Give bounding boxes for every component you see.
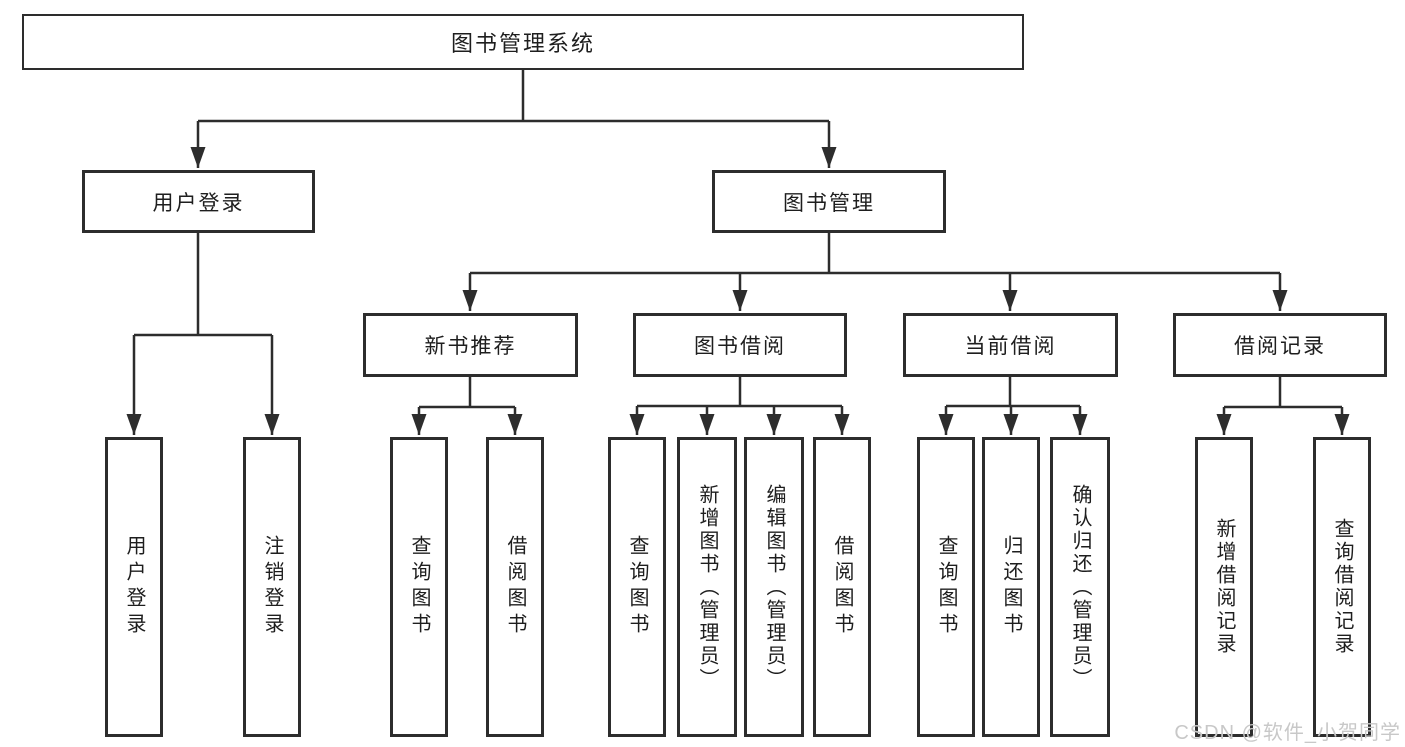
node-book-management: 图书管理 (712, 170, 946, 233)
leaf-return-books: 归还图书 (982, 437, 1040, 737)
leaf-query-books-current: 查询图书 (917, 437, 975, 737)
node-book-borrow: 图书借阅 (633, 313, 847, 377)
leaf-logout: 注销登录 (243, 437, 301, 737)
leaf-edit-books-admin: 编辑图书（管理员） (744, 437, 804, 737)
leaf-confirm-return-admin: 确认归还（管理员） (1050, 437, 1110, 737)
node-user-login: 用户登录 (82, 170, 315, 233)
leaf-borrow-books: 借阅图书 (813, 437, 871, 737)
node-new-book-recommend: 新书推荐 (363, 313, 578, 377)
leaf-borrow-books-recommend: 借阅图书 (486, 437, 544, 737)
node-current-borrow: 当前借阅 (903, 313, 1118, 377)
connector-paths (126, 70, 1350, 435)
watermark: CSDN @软件_小贺同学 (1174, 722, 1401, 744)
leaf-add-borrow-record: 新增借阅记录 (1195, 437, 1253, 737)
leaf-query-books-borrow: 查询图书 (608, 437, 666, 737)
leaf-user-login: 用户登录 (105, 437, 163, 737)
node-borrow-records: 借阅记录 (1173, 313, 1387, 377)
leaf-add-books-admin: 新增图书（管理员） (677, 437, 737, 737)
leaf-query-borrow-record: 查询借阅记录 (1313, 437, 1371, 737)
node-library-management-system: 图书管理系统 (22, 14, 1024, 70)
leaf-query-books-recommend: 查询图书 (390, 437, 448, 737)
